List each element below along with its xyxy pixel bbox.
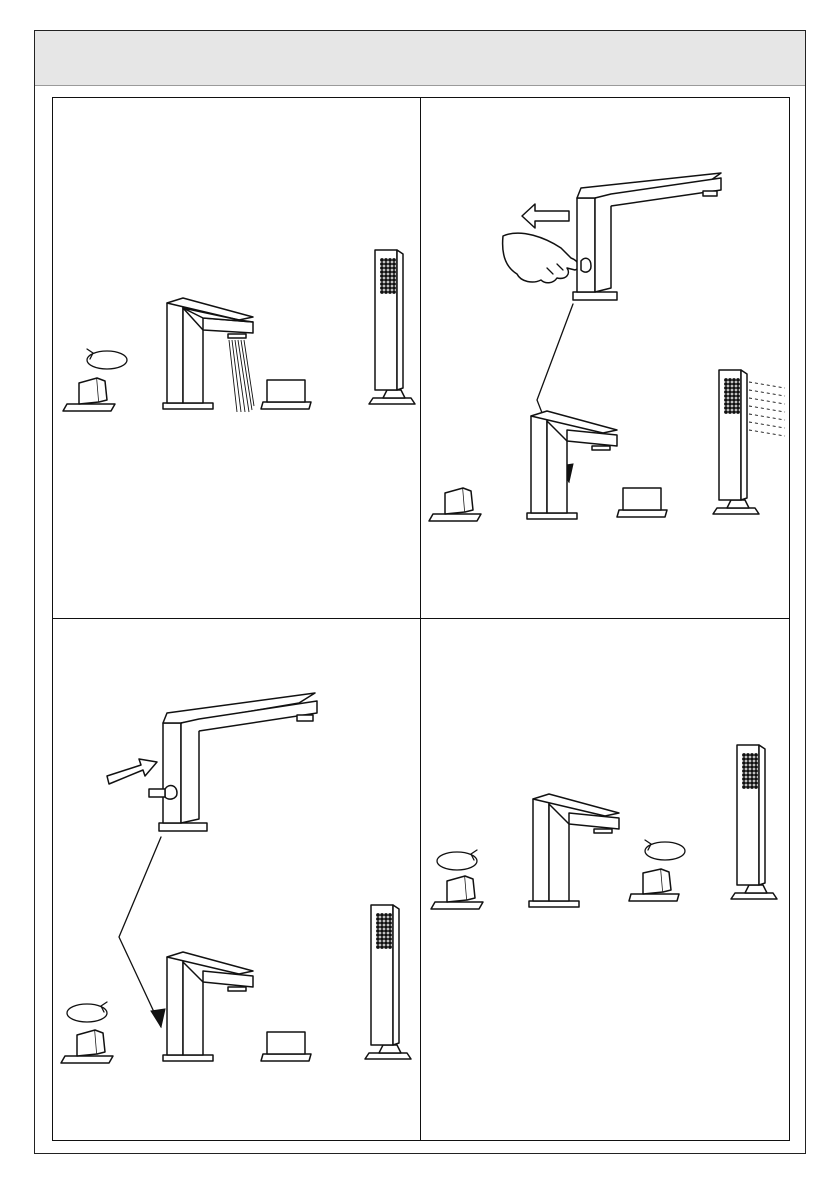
spray-icon — [749, 382, 785, 436]
hand-shower — [713, 370, 759, 514]
handle-right — [629, 869, 679, 901]
instruction-sheet — [34, 30, 806, 1154]
panel-1-open-valve — [53, 98, 421, 619]
hand-shower — [369, 250, 415, 404]
handle-left — [431, 876, 483, 909]
instruction-grid — [52, 97, 790, 1141]
rotation-arrow-icon — [67, 1002, 107, 1022]
spout-faucet — [163, 298, 253, 409]
handle-right — [261, 380, 311, 409]
panel-3-push-diverter — [53, 619, 421, 1140]
handle-left — [63, 378, 115, 411]
rotation-arrow-icon — [645, 840, 685, 860]
hand-icon — [503, 233, 579, 283]
push-arrow-icon — [107, 759, 157, 784]
diverter-faucet-large — [149, 693, 317, 831]
diverter-faucet-large — [573, 173, 721, 300]
spout-faucet — [529, 794, 619, 907]
hand-shower — [365, 905, 411, 1059]
rotation-arrow-icon — [87, 349, 127, 369]
handle-right — [617, 488, 667, 517]
handle-left — [429, 488, 481, 521]
header-bar — [35, 31, 805, 86]
pull-arrow-icon — [522, 204, 569, 228]
panel-2-pull-diverter — [421, 98, 789, 619]
water-stream-icon — [229, 340, 254, 412]
spout-faucet — [163, 952, 253, 1061]
rotation-arrow-icon — [437, 850, 477, 870]
hand-shower — [731, 745, 777, 899]
guide-arrow — [119, 837, 165, 1027]
panel-4-close-valves — [421, 619, 789, 1140]
handle-right — [261, 1032, 311, 1061]
handle-left — [61, 1030, 113, 1063]
